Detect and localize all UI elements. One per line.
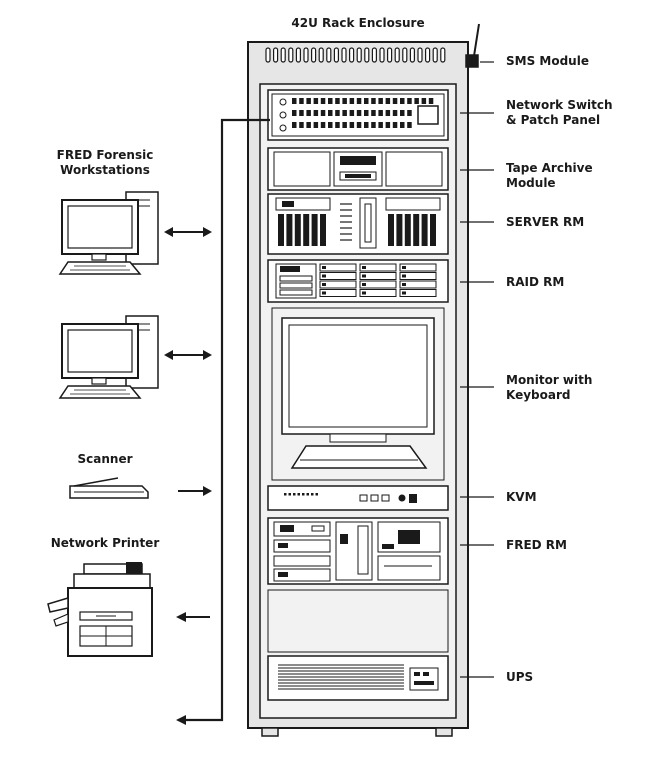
workstation-1 bbox=[58, 191, 159, 275]
label-ups: UPS bbox=[506, 670, 534, 684]
connection-arrows bbox=[164, 227, 212, 622]
network-cable bbox=[176, 118, 270, 725]
label-monitor-keyboard: Monitor with Keyboard bbox=[506, 373, 593, 402]
scanner-device bbox=[69, 477, 149, 499]
label-leaders bbox=[460, 61, 494, 678]
server-rm bbox=[267, 193, 449, 255]
label-network-printer: Network Printer bbox=[50, 536, 160, 550]
rack-title: 42U Rack Enclosure bbox=[291, 16, 425, 30]
monitor-unit bbox=[271, 307, 445, 481]
label-sms-module: SMS Module bbox=[506, 54, 589, 68]
label-raid-rm: RAID RM bbox=[506, 275, 565, 289]
fred-rm bbox=[267, 517, 449, 585]
label-tape-archive: Tape Archive Module bbox=[506, 161, 593, 190]
label-network-switch: Network Switch & Patch Panel bbox=[506, 98, 613, 127]
tape-archive bbox=[267, 147, 449, 191]
empty-bay bbox=[267, 589, 449, 653]
raid-rm bbox=[267, 259, 449, 303]
label-workstations: FRED Forensic Workstations bbox=[56, 148, 154, 177]
label-server-rm: SERVER RM bbox=[506, 215, 585, 229]
kvm-unit bbox=[267, 485, 449, 511]
top-vents bbox=[265, 47, 446, 63]
network-switch bbox=[267, 89, 449, 141]
label-fred-rm: FRED RM bbox=[506, 538, 567, 552]
ups-unit bbox=[267, 655, 449, 701]
label-kvm: KVM bbox=[506, 490, 537, 504]
printer-device bbox=[47, 562, 153, 657]
label-scanner: Scanner bbox=[77, 452, 133, 466]
sms-antenna bbox=[465, 23, 480, 68]
workstation-2 bbox=[58, 315, 159, 399]
